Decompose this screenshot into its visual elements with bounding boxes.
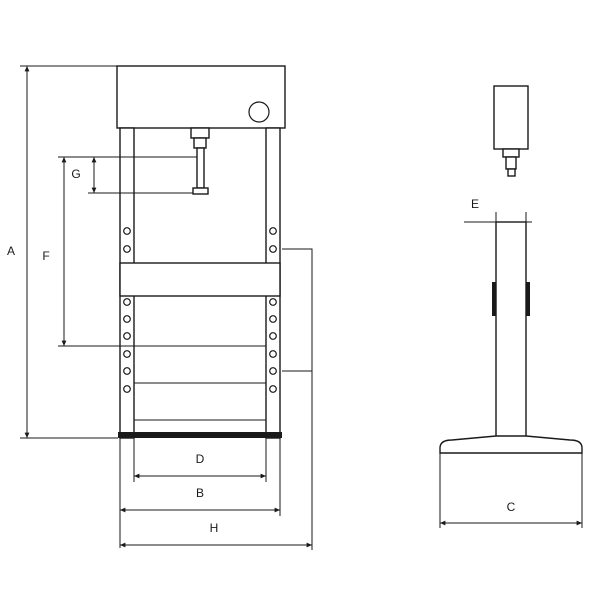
- dimension-F: F: [42, 156, 197, 347]
- side-column: [495, 221, 527, 439]
- dimension-label-D: D: [196, 452, 205, 466]
- ram-tip: [192, 187, 209, 195]
- side-head: [493, 85, 529, 150]
- pressure-gauge: [248, 101, 270, 123]
- dimension-label-E: E: [471, 197, 479, 211]
- adjust-range-bracket: [282, 248, 313, 372]
- dimension-D: D: [133, 438, 267, 482]
- ram-rod: [196, 147, 205, 189]
- dimension-label-F: F: [42, 249, 49, 263]
- side-foot: [439, 435, 583, 454]
- base-plate: [118, 432, 282, 438]
- ram-cylinder: [190, 127, 210, 139]
- left-column-holes: [123, 227, 131, 393]
- ram-collar: [193, 137, 207, 149]
- press-bed: [119, 262, 281, 297]
- side-view: [439, 85, 583, 454]
- dimension-E: E: [464, 197, 532, 232]
- side-ram-tip: [507, 168, 516, 177]
- dimension-label-C: C: [507, 500, 516, 514]
- side-ram-cylinder: [502, 148, 520, 158]
- dimension-H: H: [120, 371, 313, 550]
- dimension-label-H: H: [210, 521, 219, 535]
- right-column-holes: [269, 227, 277, 393]
- dimension-label-B: B: [196, 486, 204, 500]
- dimension-A: A: [7, 65, 118, 439]
- side-clamp-left: [492, 282, 496, 316]
- dimension-label-G: G: [71, 167, 80, 181]
- dimension-B: B: [119, 438, 281, 548]
- dimension-C: C: [439, 453, 583, 528]
- side-ram-rod: [505, 156, 517, 170]
- dimension-G: G: [71, 157, 193, 194]
- side-clamp-right: [526, 282, 530, 316]
- front-view: [116, 65, 313, 439]
- dimension-label-A: A: [7, 244, 15, 258]
